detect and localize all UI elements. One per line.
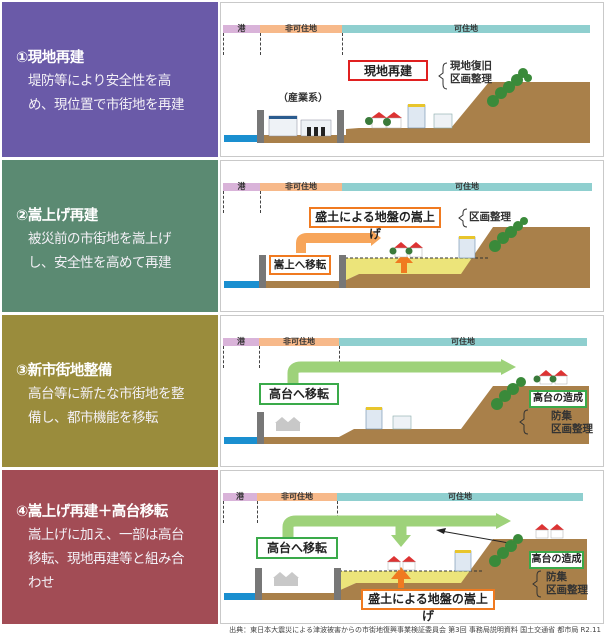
panel-description: ③新市街地整備 高台等に新たな市街地を整 備し、都市機能を移転 xyxy=(2,315,218,467)
panel-body-line: し、安全性を高めて再建 xyxy=(28,255,172,271)
panel-diagram: 港 非可住地 可住地 盛土による地盤の嵩上げ 区画整理 嵩上へ移転 xyxy=(220,160,604,312)
move-to-hill-label: 高台へ移転 xyxy=(259,383,339,405)
zone-non-habitable: 非可住地 xyxy=(257,493,337,501)
panel-diagram: 港 非可住地 可住地 高台へ移転 高台の造成 防集区画整理 xyxy=(220,315,604,467)
cross-section-illustration xyxy=(224,359,589,444)
note-text: 防集区画整理 xyxy=(546,571,588,596)
cross-section-illustration xyxy=(224,62,590,143)
houses-icon xyxy=(365,112,402,129)
move-to-raised-label: 嵩上へ移転 xyxy=(269,255,331,275)
cross-section-illustration xyxy=(224,513,587,600)
zone-habitable: 可住地 xyxy=(342,183,592,191)
note-text: 現地復旧区画整理 xyxy=(450,60,492,85)
panel-body-line: 移転、現地再建等と組み合 xyxy=(28,551,185,567)
hill-development-label: 高台の造成 xyxy=(529,390,587,408)
zone-port: 港 xyxy=(223,493,257,501)
zone-habitable: 可住地 xyxy=(339,338,587,346)
zone-non-habitable: 非可住地 xyxy=(260,183,342,191)
note-text: 区画整理 xyxy=(469,211,511,223)
panel-raised-plus-relocation: ④嵩上げ再建＋高台移転 嵩上げに加え、一部は高台 移転、現地再建等と組み合 わせ… xyxy=(0,470,607,625)
zone-habitable: 可住地 xyxy=(337,493,583,501)
panel-diagram: 港 非可住地 可住地 高台へ移転 高台の造成 xyxy=(220,470,604,624)
zone-port: 港 xyxy=(223,25,260,33)
zone-non-habitable: 非可住地 xyxy=(260,25,342,33)
panel-title: ③新市街地整備 xyxy=(16,363,112,379)
move-to-hill-label: 高台へ移転 xyxy=(256,537,338,559)
zone-non-habitable: 非可住地 xyxy=(259,338,339,346)
raise-ground-label: 盛土による地盤の嵩上げ xyxy=(309,207,441,241)
panel-description: ①現地再建 堤防等により安全性を高 め、現位置で市街地を再建 xyxy=(2,2,218,157)
panel-diagram: 港 非可住地 可住地 現地再建 現地復旧区画整理 （産業系） xyxy=(220,2,604,157)
panel-body-line: わせ xyxy=(28,575,55,591)
panel-body-line: 備し、都市機能を移転 xyxy=(28,410,159,426)
panel-title: ②嵩上げ再建 xyxy=(16,208,98,224)
zone-port: 港 xyxy=(223,338,259,346)
panel-body-line: 高台等に新たな市街地を整 xyxy=(28,386,185,402)
cross-section-illustration xyxy=(224,208,590,288)
panel-description: ④嵩上げ再建＋高台移転 嵩上げに加え、一部は高台 移転、現地再建等と組み合 わせ xyxy=(2,470,218,624)
panel-description: ②嵩上げ再建 被災前の市街地を嵩上げ し、安全性を高めて再建 xyxy=(2,160,218,312)
zone-habitable: 可住地 xyxy=(342,25,590,33)
hill-development-label: 高台の造成 xyxy=(529,551,584,569)
panel-title: ①現地再建 xyxy=(16,50,84,66)
industry-label: （産業系） xyxy=(278,93,328,104)
on-site-rebuild-label: 現地再建 xyxy=(348,60,428,81)
panel-body-line: 嵩上げに加え、一部は高台 xyxy=(28,527,185,543)
panel-raised-rebuild: ②嵩上げ再建 被災前の市街地を嵩上げ し、安全性を高めて再建 港 非可住地 可住… xyxy=(0,160,607,312)
panel-title: ④嵩上げ再建＋高台移転 xyxy=(16,504,168,520)
panel-on-site-rebuild: ①現地再建 堤防等により安全性を高 め、現位置で市街地を再建 港 非可住地 可住… xyxy=(0,2,607,157)
panel-body-line: 堤防等により安全性を高 xyxy=(28,73,171,89)
note-text: 防集区画整理 xyxy=(551,410,593,435)
zone-port: 港 xyxy=(223,183,260,191)
source-citation: 出典：東日本大震災による津波被害からの市街地復興事業検証委員会 第3回 事務局説… xyxy=(229,626,601,634)
panel-body-line: め、現位置で市街地を再建 xyxy=(28,97,185,113)
panel-new-urban-area: ③新市街地整備 高台等に新たな市街地を整 備し、都市機能を移転 港 非可住地 可… xyxy=(0,315,607,467)
panel-body-line: 被災前の市街地を嵩上げ xyxy=(28,231,172,247)
raise-ground-label: 盛土による地盤の嵩上げ xyxy=(361,589,495,623)
